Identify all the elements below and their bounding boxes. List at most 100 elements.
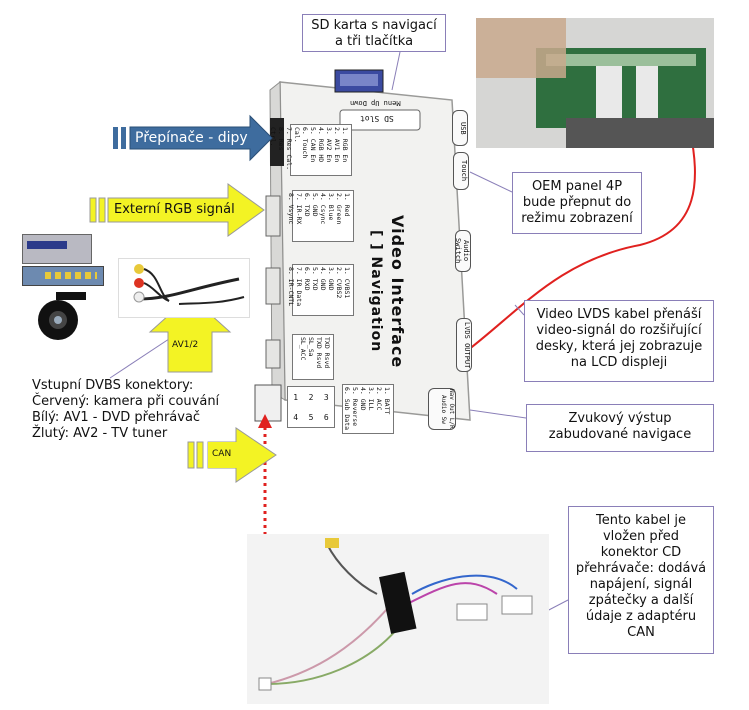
inputs-heading: Vstupní DVBS konektory: bbox=[32, 378, 194, 393]
menu-buttons-label: Menu Up Down bbox=[350, 99, 401, 107]
dip-pin-list: 1. RGB En 2. AV1 En 3. AV2 En 4. RGB HD … bbox=[269, 124, 352, 176]
av-arrow-label: AV1/2 bbox=[172, 340, 199, 350]
dip-pin: 3. AV2 En bbox=[325, 127, 333, 163]
side-pin: TXD Rsvd bbox=[323, 337, 331, 369]
can-cable-graphic bbox=[258, 538, 533, 691]
tv-tuner-jacks bbox=[45, 272, 97, 279]
dip-arrow-label: Přepínače - dipy bbox=[135, 130, 248, 146]
rgb-pin-list: 1. Red 2. Green 3. Blue 4. Csync 5. GND … bbox=[287, 190, 354, 242]
rgb-pin: 7. IR-RX bbox=[295, 193, 303, 225]
sd-slot-plate bbox=[339, 109, 421, 131]
device-subtitle: [ ] Navigation bbox=[368, 230, 384, 353]
rgb-connector bbox=[265, 195, 281, 237]
cvbs-pin: 1. CVBS1 bbox=[343, 267, 351, 299]
power-pin-list: 1. BATT 2. ACC 3. ILL 4. GND 5. Reverse … bbox=[342, 384, 394, 434]
dip-pin: 2. AV1 En bbox=[333, 127, 341, 163]
oem-callout-pointer bbox=[469, 171, 513, 193]
can-pin: 2 bbox=[308, 392, 314, 402]
usb-port: USB bbox=[452, 110, 468, 146]
rgb-pin: 5. GND bbox=[311, 193, 319, 217]
power-pin: 3. ILL bbox=[367, 387, 375, 411]
rgb-arrow-stripe2 bbox=[98, 197, 106, 223]
dip-pin: 6. Touch Cal. bbox=[293, 127, 309, 159]
lvds-callout: Video LVDS kabel přenáší video-signál do… bbox=[524, 300, 714, 382]
rgb-arrow bbox=[107, 183, 265, 237]
oem-panel-photo bbox=[476, 18, 714, 148]
input-red: Červený: kamera při couvání bbox=[32, 394, 220, 409]
dip-pin: 7. Res Cal. bbox=[285, 127, 293, 171]
can-connector bbox=[254, 384, 282, 422]
can-arrow-label: CAN bbox=[212, 449, 232, 459]
power-pin: 4. GND bbox=[359, 387, 367, 411]
rear-camera-photo bbox=[28, 290, 94, 342]
can-pin: 6 bbox=[323, 412, 329, 422]
rgb-pin: 2. Green bbox=[335, 193, 343, 225]
rear-camera-graphic bbox=[38, 292, 86, 340]
rgb-pin: 3. Blue bbox=[327, 193, 335, 221]
sd-slot-label: SD Slot bbox=[360, 114, 394, 123]
oem-panel-callout: OEM panel 4P bude přepnut do režimu zobr… bbox=[512, 172, 642, 234]
cable-callout: Tento kabel je vložen před konektor CD p… bbox=[568, 506, 714, 654]
cvbs-pin: 5. TXD bbox=[311, 267, 319, 291]
cvbs-pin: 7. IR Data bbox=[295, 267, 303, 307]
rgb-pin: 8. Vsync bbox=[287, 193, 295, 225]
power-pin: 1. BATT bbox=[383, 387, 391, 415]
can-cable-arrowhead bbox=[258, 414, 272, 428]
dvd-player-photo bbox=[22, 234, 92, 264]
inputs-description: Vstupní DVBS konektory: Červený: kamera … bbox=[32, 378, 252, 442]
can-pin-grid: 1 2 3 4 5 6 bbox=[287, 386, 335, 428]
power-pin: 6. Sub Data bbox=[343, 387, 351, 431]
rgb-arrow-label: Externí RGB signál bbox=[114, 202, 235, 217]
cvbs-pin: 6. RXD bbox=[303, 267, 311, 291]
can-pin: 5 bbox=[308, 412, 314, 422]
av-callout-pointer bbox=[109, 334, 176, 379]
audio-out-port: Nav Out L/R Audio Sw bbox=[428, 388, 456, 430]
can-arrow-stripe1 bbox=[187, 441, 195, 469]
sd-card-callout: SD karta s navigací a tři tlačítka bbox=[302, 14, 446, 52]
tv-tuner-photo bbox=[22, 266, 104, 286]
input-yellow: Žlutý: AV2 - TV tuner bbox=[32, 426, 168, 441]
dip-pin: 5. CAN En bbox=[309, 127, 317, 163]
power-pin: 2. ACC bbox=[375, 387, 383, 411]
rgb-pin: 4. Csync bbox=[319, 193, 327, 225]
side-pin: SL_ACC bbox=[299, 337, 307, 361]
lvds-red-cable bbox=[467, 129, 696, 351]
dip-arrow bbox=[129, 114, 273, 162]
sd-callout-pointer bbox=[391, 51, 401, 91]
can-pin: 1 bbox=[293, 392, 299, 402]
dip-arrow-stripe1 bbox=[113, 127, 118, 149]
oem-panel-graphic bbox=[476, 18, 714, 148]
rca-cables-graphic bbox=[133, 264, 245, 305]
dip-arrow-stripe2 bbox=[121, 127, 126, 149]
touch-port: Touch bbox=[453, 152, 469, 190]
dip-pin: 1. RGB En bbox=[341, 127, 349, 163]
power-pin: 5. Reverse bbox=[351, 387, 359, 427]
rgb-pin: 1. Red bbox=[343, 193, 351, 217]
cvbs-pin-list: 1. CVBS1 2. CVBS2 3. GND 4. GND 5. TXD 6… bbox=[287, 264, 354, 316]
input-white: Bílý: AV1 - DVD přehrávač bbox=[32, 410, 201, 425]
can-arrow-stripe2 bbox=[196, 441, 204, 469]
cvbs-pin: 8. IR-CNTL bbox=[287, 267, 295, 307]
audio-callout: Zvukový výstup zabudované navigace bbox=[526, 404, 714, 452]
rgb-pin: 6. TXD bbox=[303, 193, 311, 217]
lvds-output-port: LVDS OUTPUT bbox=[456, 318, 472, 372]
lvds-callout-pointer bbox=[514, 304, 525, 316]
cvbs-pin: 2. CVBS2 bbox=[335, 267, 343, 299]
sd-card-label bbox=[340, 74, 378, 86]
side-pin: SL_Sa bbox=[307, 337, 315, 357]
can-cable-photo bbox=[247, 534, 549, 704]
side-pin: TXD Rsvd bbox=[315, 337, 323, 369]
can-pin: 4 bbox=[293, 412, 299, 422]
cvbs-connector bbox=[265, 267, 281, 305]
cvbs-pin: 3. GND bbox=[327, 267, 335, 291]
side-pin-list: TXD Rsvd TXD Rsvd SL_Sa SL_ACC bbox=[292, 334, 334, 380]
side-connector bbox=[265, 339, 281, 369]
dip-pin: 8. Res Ctrl. bbox=[269, 127, 285, 151]
cvbs-pin: 4. GND bbox=[319, 267, 327, 291]
dvd-player-front bbox=[27, 241, 67, 249]
rca-cables-photo bbox=[118, 258, 250, 318]
audio-switch-port: Audio Switch bbox=[454, 230, 471, 272]
rgb-arrow-stripe1 bbox=[89, 197, 97, 223]
can-pin: 3 bbox=[323, 392, 329, 402]
audio-callout-pointer bbox=[469, 409, 527, 419]
